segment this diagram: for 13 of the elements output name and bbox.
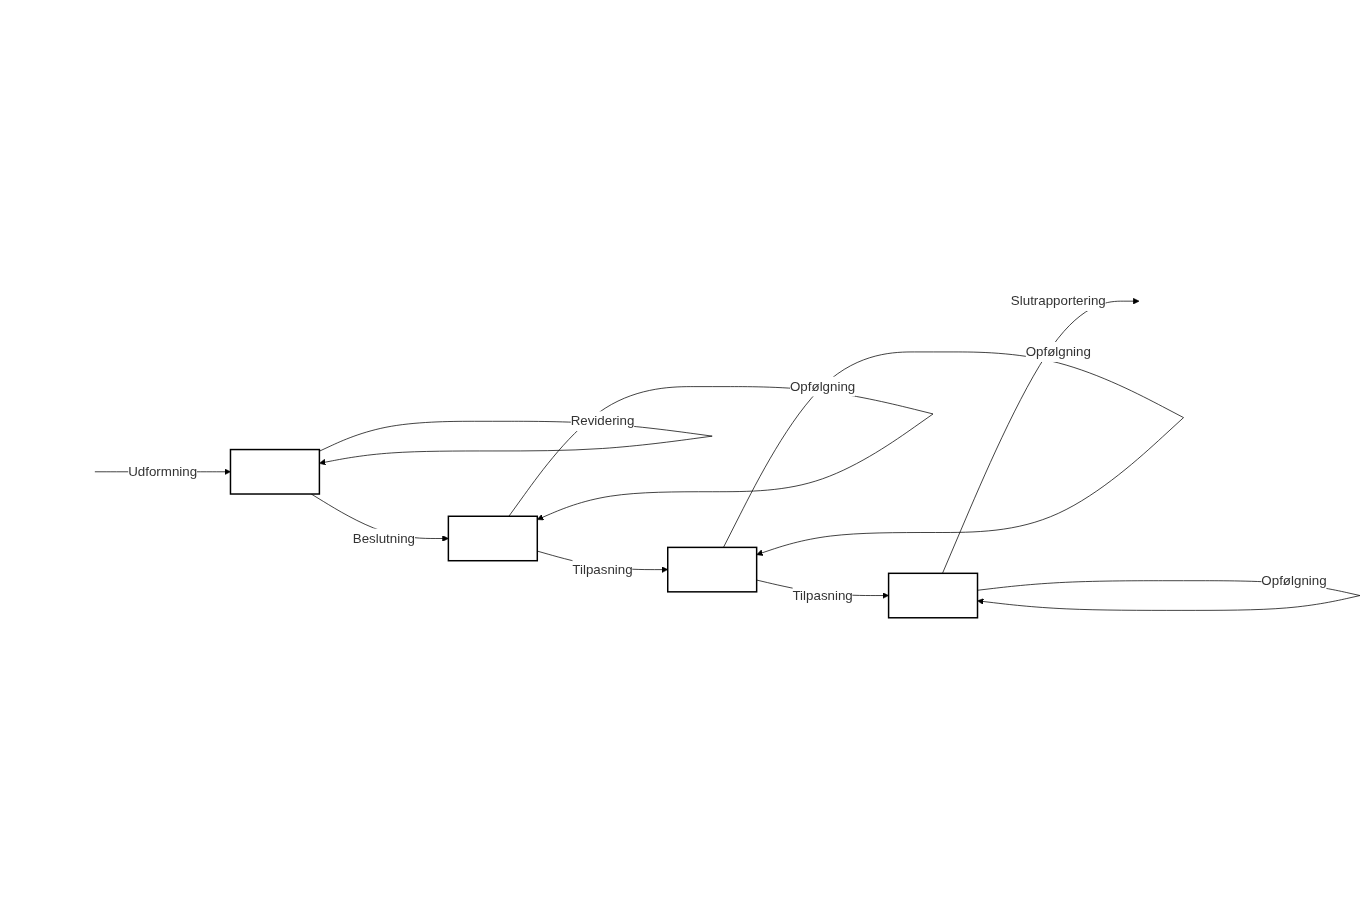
- edge-label: Opfølgning: [1261, 573, 1327, 588]
- node-box: [887, 572, 979, 619]
- node-box: [667, 546, 758, 593]
- node-box: [447, 515, 539, 562]
- edge-label: Udformning: [128, 464, 198, 479]
- edge-label: Slutrapportering: [1010, 293, 1106, 309]
- edge-label: Opfølgning: [1025, 344, 1091, 360]
- edge-label: Beslutning: [352, 530, 416, 546]
- edge-label: Tilpasning: [792, 587, 853, 603]
- edge-label: Tilpasning: [572, 561, 633, 577]
- edge-label: Opfølgning: [790, 378, 856, 394]
- edge-label: Revidering: [570, 413, 635, 429]
- node-box: [229, 448, 321, 495]
